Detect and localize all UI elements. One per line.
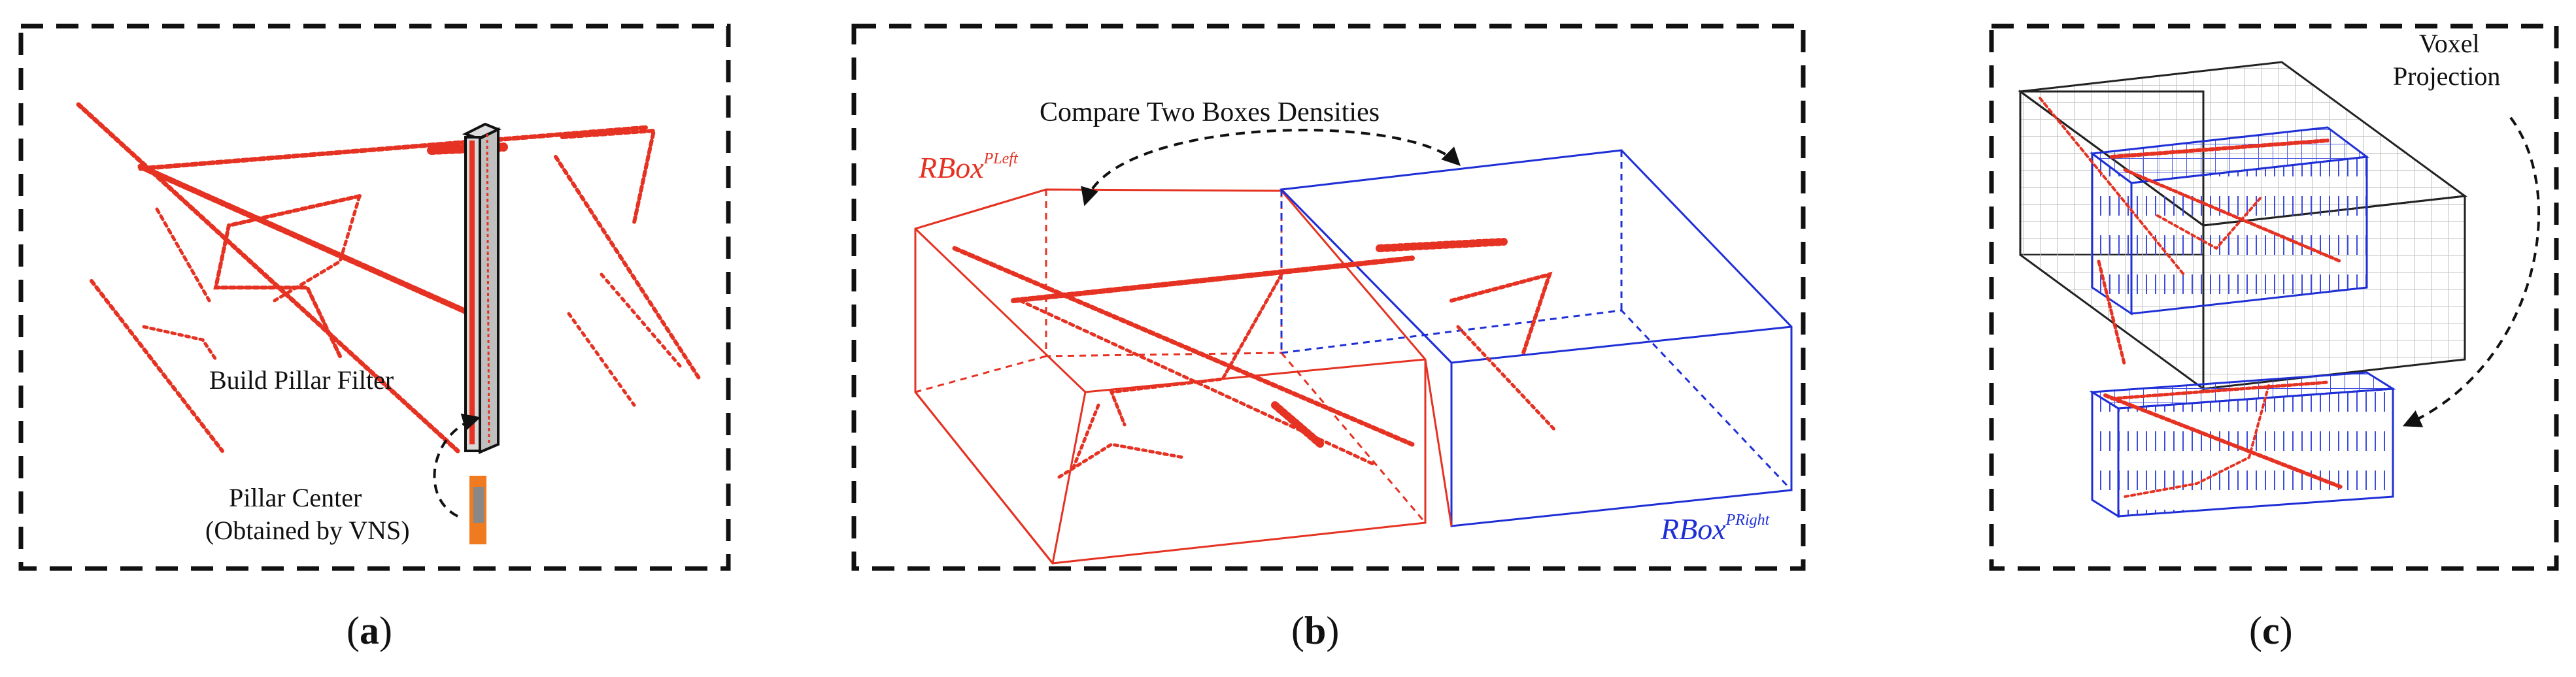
point-line	[1011, 256, 1415, 303]
point-line	[213, 194, 362, 358]
right-box	[1279, 149, 1793, 527]
point-line	[2039, 97, 2185, 276]
point-line	[90, 279, 224, 453]
point-line	[1456, 325, 1558, 433]
panel-a-point-cloud	[76, 102, 702, 454]
point-line	[142, 325, 218, 361]
point-line	[1376, 238, 1508, 252]
panel-a-frame	[18, 24, 731, 571]
point-line	[1057, 442, 1185, 479]
panel-a: Build Pillar Filter Pillar Center (Obtai…	[18, 24, 731, 571]
point-line	[137, 163, 474, 317]
caption-a: (a)	[347, 609, 392, 652]
caption-b: (b)	[1291, 609, 1339, 652]
projection-arrow	[2402, 116, 2541, 427]
point-line	[2156, 195, 2263, 250]
point-line	[2103, 393, 2343, 489]
pillar-center-icon	[469, 476, 486, 544]
pillar-filter	[462, 122, 502, 455]
point-line	[1109, 272, 1283, 427]
pillar-center-label: Pillar Center	[229, 483, 362, 512]
compare-label: Compare Two Boxes Densities	[1040, 97, 1380, 127]
point-line	[567, 312, 636, 407]
voxel-label: Voxel	[2419, 29, 2480, 58]
point-line	[155, 207, 211, 303]
panel-c-point-cloud-top	[2039, 97, 2343, 368]
point-line	[560, 128, 656, 224]
left-box	[914, 188, 1427, 565]
panel-b-frame	[851, 24, 1806, 571]
right-box-label: RBoxPRight	[1660, 512, 1771, 546]
panel-c-frame	[1989, 24, 2559, 571]
point-line	[952, 246, 1415, 447]
point-line	[2110, 139, 2330, 159]
panel-c: Voxel Projection	[1989, 24, 2559, 571]
point-line	[273, 194, 362, 303]
build-pillar-label: Build Pillar Filter	[209, 365, 394, 395]
point-line	[138, 125, 650, 171]
point-line	[1271, 401, 1325, 448]
left-box-label: RBoxPLeft	[918, 150, 1019, 184]
point-line	[600, 272, 682, 368]
point-line	[2097, 259, 2127, 368]
projection-label: Projection	[2393, 61, 2500, 91]
point-line	[554, 155, 702, 381]
caption-c: (c)	[2249, 609, 2293, 652]
point-line	[2123, 168, 2343, 263]
pillar-center-sublabel: (Obtained by VNS)	[205, 516, 410, 545]
point-line	[76, 102, 460, 454]
point-line	[2124, 384, 2270, 498]
point-line	[1070, 403, 1100, 472]
panel-c-point-cloud-bottom	[2103, 380, 2343, 498]
point-line	[1449, 271, 1553, 355]
panel-b-point-cloud	[952, 238, 1558, 479]
panel-b: Compare Two Boxes Densities RBoxPLeft RB…	[851, 24, 1806, 571]
point-line	[2110, 380, 2330, 401]
